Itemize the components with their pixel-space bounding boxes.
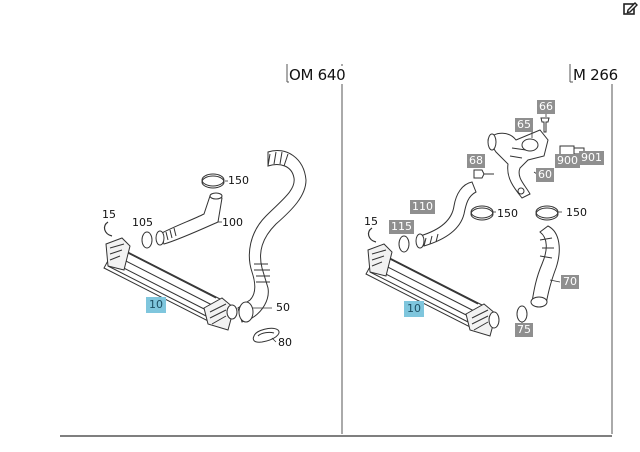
oring-115-right: [398, 235, 410, 253]
hose-50-left: [237, 150, 307, 323]
part-label-65[interactable]: 65: [515, 118, 533, 132]
part-label-60[interactable]: 60: [536, 168, 554, 182]
part-label-110[interactable]: 110: [410, 200, 435, 214]
part-label-100[interactable]: 100: [222, 216, 243, 229]
hose-100-left: [155, 192, 223, 246]
part-label-15[interactable]: 15: [102, 208, 116, 221]
clamp-150a-right: [470, 205, 494, 221]
oring-75-right: [516, 305, 528, 323]
hose-110-right: [415, 181, 477, 249]
part-label-68[interactable]: 68: [467, 154, 485, 168]
intercooler-right: [365, 243, 500, 337]
part-label-10-right-highlighted[interactable]: 10: [404, 301, 424, 317]
part-label-105[interactable]: 105: [132, 216, 153, 229]
panel-title-om640: OM 640: [289, 66, 346, 84]
throttle-housing-right: [487, 129, 549, 199]
seal-80-left: [252, 327, 280, 343]
part-label-80[interactable]: 80: [278, 336, 292, 349]
part-label-15-right[interactable]: 15: [364, 215, 378, 228]
edit-icon[interactable]: [622, 0, 638, 16]
bolt-68-right: [473, 169, 494, 179]
clip-15-right: [367, 227, 377, 243]
clamp-150b-right: [535, 205, 559, 221]
part-label-150b[interactable]: 150: [566, 206, 587, 219]
oring-105-left: [141, 231, 153, 249]
clamp-150-left: [201, 173, 225, 189]
part-label-150[interactable]: 150: [228, 174, 249, 187]
hose-70-right: [530, 225, 560, 308]
panel-title-m266: M 266: [573, 66, 618, 84]
part-label-66[interactable]: 66: [537, 100, 555, 114]
part-label-115[interactable]: 115: [389, 220, 414, 234]
part-label-900[interactable]: 900: [555, 154, 580, 168]
part-label-50[interactable]: 50: [276, 301, 290, 314]
leader-lines-left: [218, 180, 277, 343]
bolt-66-right: [540, 117, 550, 133]
part-label-70[interactable]: 70: [561, 275, 579, 289]
part-label-10-highlighted[interactable]: 10: [146, 297, 166, 313]
clip-15-left: [103, 221, 113, 237]
part-label-75[interactable]: 75: [515, 323, 533, 337]
part-label-150a[interactable]: 150: [497, 207, 518, 220]
part-label-901[interactable]: 901: [579, 151, 604, 165]
intercooler-left: [103, 237, 238, 331]
